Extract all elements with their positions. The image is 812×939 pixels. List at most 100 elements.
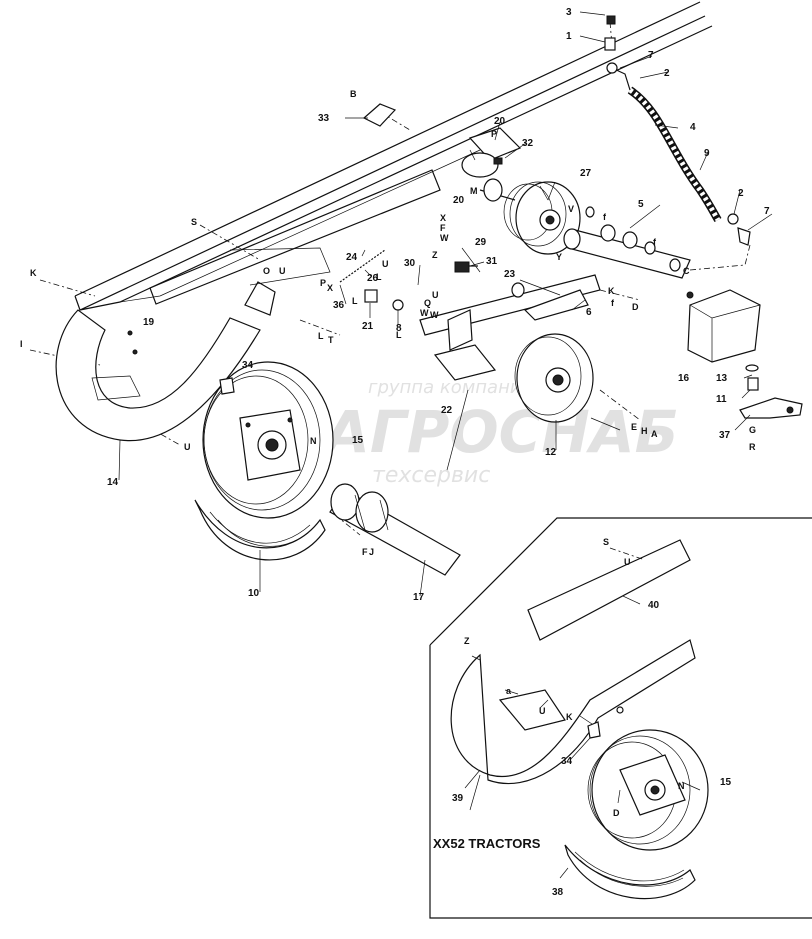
bracket-37 <box>739 364 803 419</box>
letter-p-top: P <box>491 129 497 139</box>
letter-c: C <box>683 266 690 276</box>
callout-22: 22 <box>441 405 453 416</box>
callout-15-main: 15 <box>352 435 364 446</box>
callout-14: 14 <box>107 477 119 488</box>
letter-l-2: L <box>352 296 358 306</box>
fitting-7 <box>727 213 751 246</box>
letter-k-right: K <box>608 286 615 296</box>
letter-u-inset: U <box>539 706 546 716</box>
callout-5: 5 <box>638 199 644 210</box>
letter-n-inset: N <box>678 781 685 791</box>
callout-8: 8 <box>396 323 402 334</box>
callout-31: 31 <box>486 256 498 267</box>
callout-39: 39 <box>452 793 464 804</box>
letter-k-inset: K <box>566 712 573 722</box>
callout-6: 6 <box>586 307 592 318</box>
letter-v: V <box>568 204 574 214</box>
callout-36: 36 <box>333 300 345 311</box>
clip-34 <box>219 377 235 395</box>
callout-20-mid: 20 <box>453 195 465 206</box>
wheel-12 <box>514 333 594 423</box>
letter-n-main: N <box>310 436 317 446</box>
callout-34-main: 34 <box>242 360 254 371</box>
callout-1: 1 <box>566 31 572 42</box>
letter-f-small: f <box>603 212 607 222</box>
letter-p-mid: P <box>320 278 326 288</box>
letter-e: E <box>631 422 637 432</box>
letter-w-2: W <box>420 308 429 318</box>
letter-u-main: U <box>184 442 191 452</box>
callout-15-inset: 15 <box>720 777 732 788</box>
letter-l-1: L <box>376 272 382 282</box>
frame-rail <box>74 1 713 311</box>
callout-29: 29 <box>475 237 487 248</box>
callout-21: 21 <box>362 321 374 332</box>
letter-y: Y <box>556 252 562 262</box>
inset-shield-38 <box>564 844 696 900</box>
letter-a-main: A <box>651 429 658 439</box>
callout-38: 38 <box>552 887 564 898</box>
letter-u-3: U <box>279 266 286 276</box>
watermark: группа компаний АГРОСНАБ техсервис <box>321 377 679 488</box>
callout-23: 23 <box>504 269 516 280</box>
letter-d-inset: D <box>613 808 620 818</box>
callout-30: 30 <box>404 258 416 269</box>
letter-s: S <box>191 217 197 227</box>
callout-13: 13 <box>716 373 728 384</box>
callout-9: 9 <box>704 148 710 159</box>
letter-w-3: W <box>430 310 439 320</box>
spring-24 <box>229 247 404 316</box>
rail-bracket-19 <box>149 169 441 305</box>
letter-f-small-2: f <box>653 237 657 247</box>
letter-u-inset-top: U <box>624 557 631 567</box>
reservoir-16 <box>686 289 761 363</box>
plate-33 <box>362 103 397 127</box>
watermark-line2: АГРОСНАБ <box>321 398 679 466</box>
callout-37: 37 <box>719 430 731 441</box>
callout-16: 16 <box>678 373 690 384</box>
sensor-31 <box>454 261 478 273</box>
letter-f-small-3: f <box>611 298 615 308</box>
inset-title: XX52 TRACTORS <box>433 836 541 851</box>
letter-u-2: U <box>432 290 439 300</box>
letter-u-4: U <box>382 259 389 269</box>
letter-d: D <box>632 302 639 312</box>
left-wheel-15 <box>202 361 334 519</box>
callout-4: 4 <box>690 122 696 133</box>
callout-27: 27 <box>580 168 592 179</box>
letter-z-inset: Z <box>464 636 470 646</box>
letter-x-mid: X <box>327 283 333 293</box>
watermark-line1: группа компаний <box>368 377 534 398</box>
callout-11: 11 <box>716 394 727 405</box>
inset-xx52-tractors: XX52 TRACTORS <box>429 517 812 919</box>
hood-guard-14 <box>55 309 261 442</box>
letter-l-3: L <box>396 330 402 340</box>
callout-10: 10 <box>248 588 260 599</box>
callout-7-top: 7 <box>648 50 654 61</box>
hose-9 <box>604 15 722 223</box>
callout-17: 17 <box>413 592 425 603</box>
letter-s-inset: S <box>603 537 609 547</box>
callout-7-right: 7 <box>764 206 770 217</box>
letter-h: H <box>641 426 648 436</box>
letter-k-main: K <box>30 268 37 278</box>
inset-guard-39 <box>450 639 696 785</box>
callout-2-right: 2 <box>738 188 744 199</box>
letter-g: G <box>749 425 756 435</box>
letter-m: M <box>470 186 478 196</box>
letter-l-4: L <box>318 331 324 341</box>
callout-3: 3 <box>566 7 572 18</box>
callout-32: 32 <box>522 138 534 149</box>
letter-f-lower: F <box>362 547 368 557</box>
letter-i: I <box>20 339 23 349</box>
letter-j: J <box>369 547 374 557</box>
watermark-line3: техсервис <box>372 463 490 488</box>
callout-12: 12 <box>545 447 557 458</box>
plate-20 <box>461 127 522 178</box>
letter-x: X <box>440 213 446 223</box>
letter-w: W <box>440 233 449 243</box>
mount-22 <box>433 309 497 381</box>
letter-o: O <box>263 266 270 276</box>
inset-bar-40 <box>527 539 691 641</box>
